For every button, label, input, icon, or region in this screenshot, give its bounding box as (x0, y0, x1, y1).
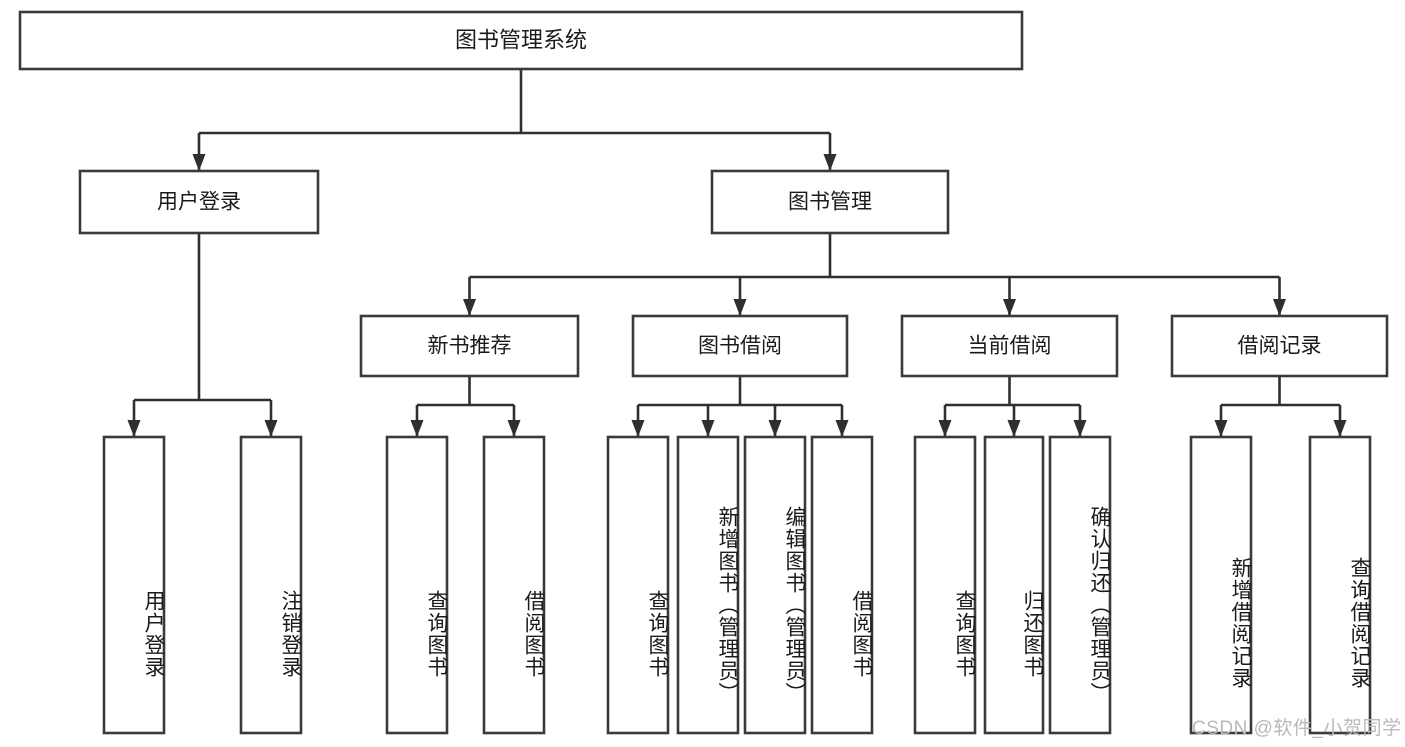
connector-group-book-manage (463, 233, 1286, 316)
node-box-leaf-query-book-current[interactable] (913, 435, 977, 735)
node-leaf-edit-book-admin[interactable] (743, 435, 807, 735)
arrow-head-icon (410, 420, 424, 437)
connector-group-user-login (127, 233, 278, 437)
arrow-head-icon (1333, 420, 1347, 437)
arrow-head-icon (1214, 420, 1228, 437)
node-box-root[interactable] (18, 10, 1024, 71)
arrow-head-icon (1273, 299, 1286, 316)
connector-layer (127, 69, 1347, 437)
node-borrow-record[interactable]: 借阅记录 (1170, 314, 1389, 378)
arrow-head-icon (823, 154, 837, 171)
node-box-book-borrow[interactable] (631, 314, 849, 378)
arrow-head-icon (835, 420, 849, 437)
node-leaf-query-borrow-record[interactable] (1308, 435, 1372, 735)
node-label-borrow-record: 借阅记录 (1238, 335, 1322, 358)
node-box-new-book-recommend[interactable] (359, 314, 580, 378)
arrow-head-icon (264, 420, 278, 437)
arrow-head-icon (768, 420, 782, 437)
node-box-current-borrow[interactable] (900, 314, 1119, 378)
node-box-book-manage[interactable] (710, 169, 950, 235)
node-box-leaf-user-login[interactable] (102, 435, 166, 735)
node-leaf-borrow-book-rec[interactable] (482, 435, 546, 735)
node-new-book-recommend[interactable]: 新书推荐 (359, 314, 580, 378)
node-box-leaf-query-book-borrow[interactable] (606, 435, 670, 735)
node-box-leaf-confirm-return-admin[interactable] (1048, 435, 1112, 735)
node-user-login[interactable]: 用户登录 (78, 169, 320, 235)
node-leaf-query-book-borrow[interactable] (606, 435, 670, 735)
node-box-leaf-add-borrow-record[interactable] (1189, 435, 1253, 735)
node-leaf-confirm-return-admin[interactable] (1048, 435, 1112, 735)
node-box-leaf-return-book[interactable] (983, 435, 1045, 735)
node-current-borrow[interactable]: 当前借阅 (900, 314, 1119, 378)
node-leaf-user-login[interactable] (102, 435, 166, 735)
arrow-head-icon (631, 420, 645, 437)
node-leaf-query-book-current[interactable] (913, 435, 977, 735)
arrow-head-icon (1007, 420, 1021, 437)
node-leaf-query-book-rec[interactable] (385, 435, 449, 735)
node-leaf-add-borrow-record[interactable] (1189, 435, 1253, 735)
connector-group-book-borrow (631, 376, 849, 437)
node-book-borrow[interactable]: 图书借阅 (631, 314, 849, 378)
arrow-head-icon (938, 420, 952, 437)
node-label-user-login: 用户登录 (157, 191, 241, 214)
arrow-head-icon (1003, 299, 1016, 316)
node-leaf-borrow-book[interactable] (810, 435, 874, 735)
arrow-head-icon (127, 420, 141, 437)
connector-group-borrow-record (1214, 376, 1347, 437)
node-box-leaf-add-book-admin[interactable] (676, 435, 740, 735)
arrow-head-icon (463, 299, 476, 316)
arrow-head-icon (1073, 420, 1087, 437)
node-leaf-return-book[interactable] (983, 435, 1045, 735)
connector-group-current-borrow (938, 376, 1087, 437)
connector-group-new-book-recommend (410, 376, 521, 437)
node-book-manage[interactable]: 图书管理 (710, 169, 950, 235)
node-leaf-user-logout[interactable] (239, 435, 303, 735)
node-box-user-login[interactable] (78, 169, 320, 235)
node-box-leaf-edit-book-admin[interactable] (743, 435, 807, 735)
node-label-root: 图书管理系统 (455, 27, 587, 52)
csdn-watermark: CSDN @软件_小贺同学 (1192, 718, 1402, 739)
node-leaf-add-book-admin[interactable] (676, 435, 740, 735)
node-label-book-borrow: 图书借阅 (698, 335, 782, 358)
node-label-current-borrow: 当前借阅 (968, 335, 1052, 358)
node-box-leaf-borrow-book[interactable] (810, 435, 874, 735)
node-box-leaf-query-borrow-record[interactable] (1308, 435, 1372, 735)
node-box-borrow-record[interactable] (1170, 314, 1389, 378)
node-label-book-manage: 图书管理 (788, 191, 872, 214)
node-label-new-book-recommend: 新书推荐 (428, 335, 512, 358)
arrow-head-icon (733, 299, 747, 316)
arrow-head-icon (701, 420, 715, 437)
node-box-leaf-user-logout[interactable] (239, 435, 303, 735)
node-box-leaf-borrow-book-rec[interactable] (482, 435, 546, 735)
node-root[interactable]: 图书管理系统 (18, 10, 1024, 71)
arrow-head-icon (192, 154, 206, 171)
node-box-leaf-query-book-rec[interactable] (385, 435, 449, 735)
arrow-head-icon (507, 420, 521, 437)
connector-group-root (192, 69, 837, 171)
